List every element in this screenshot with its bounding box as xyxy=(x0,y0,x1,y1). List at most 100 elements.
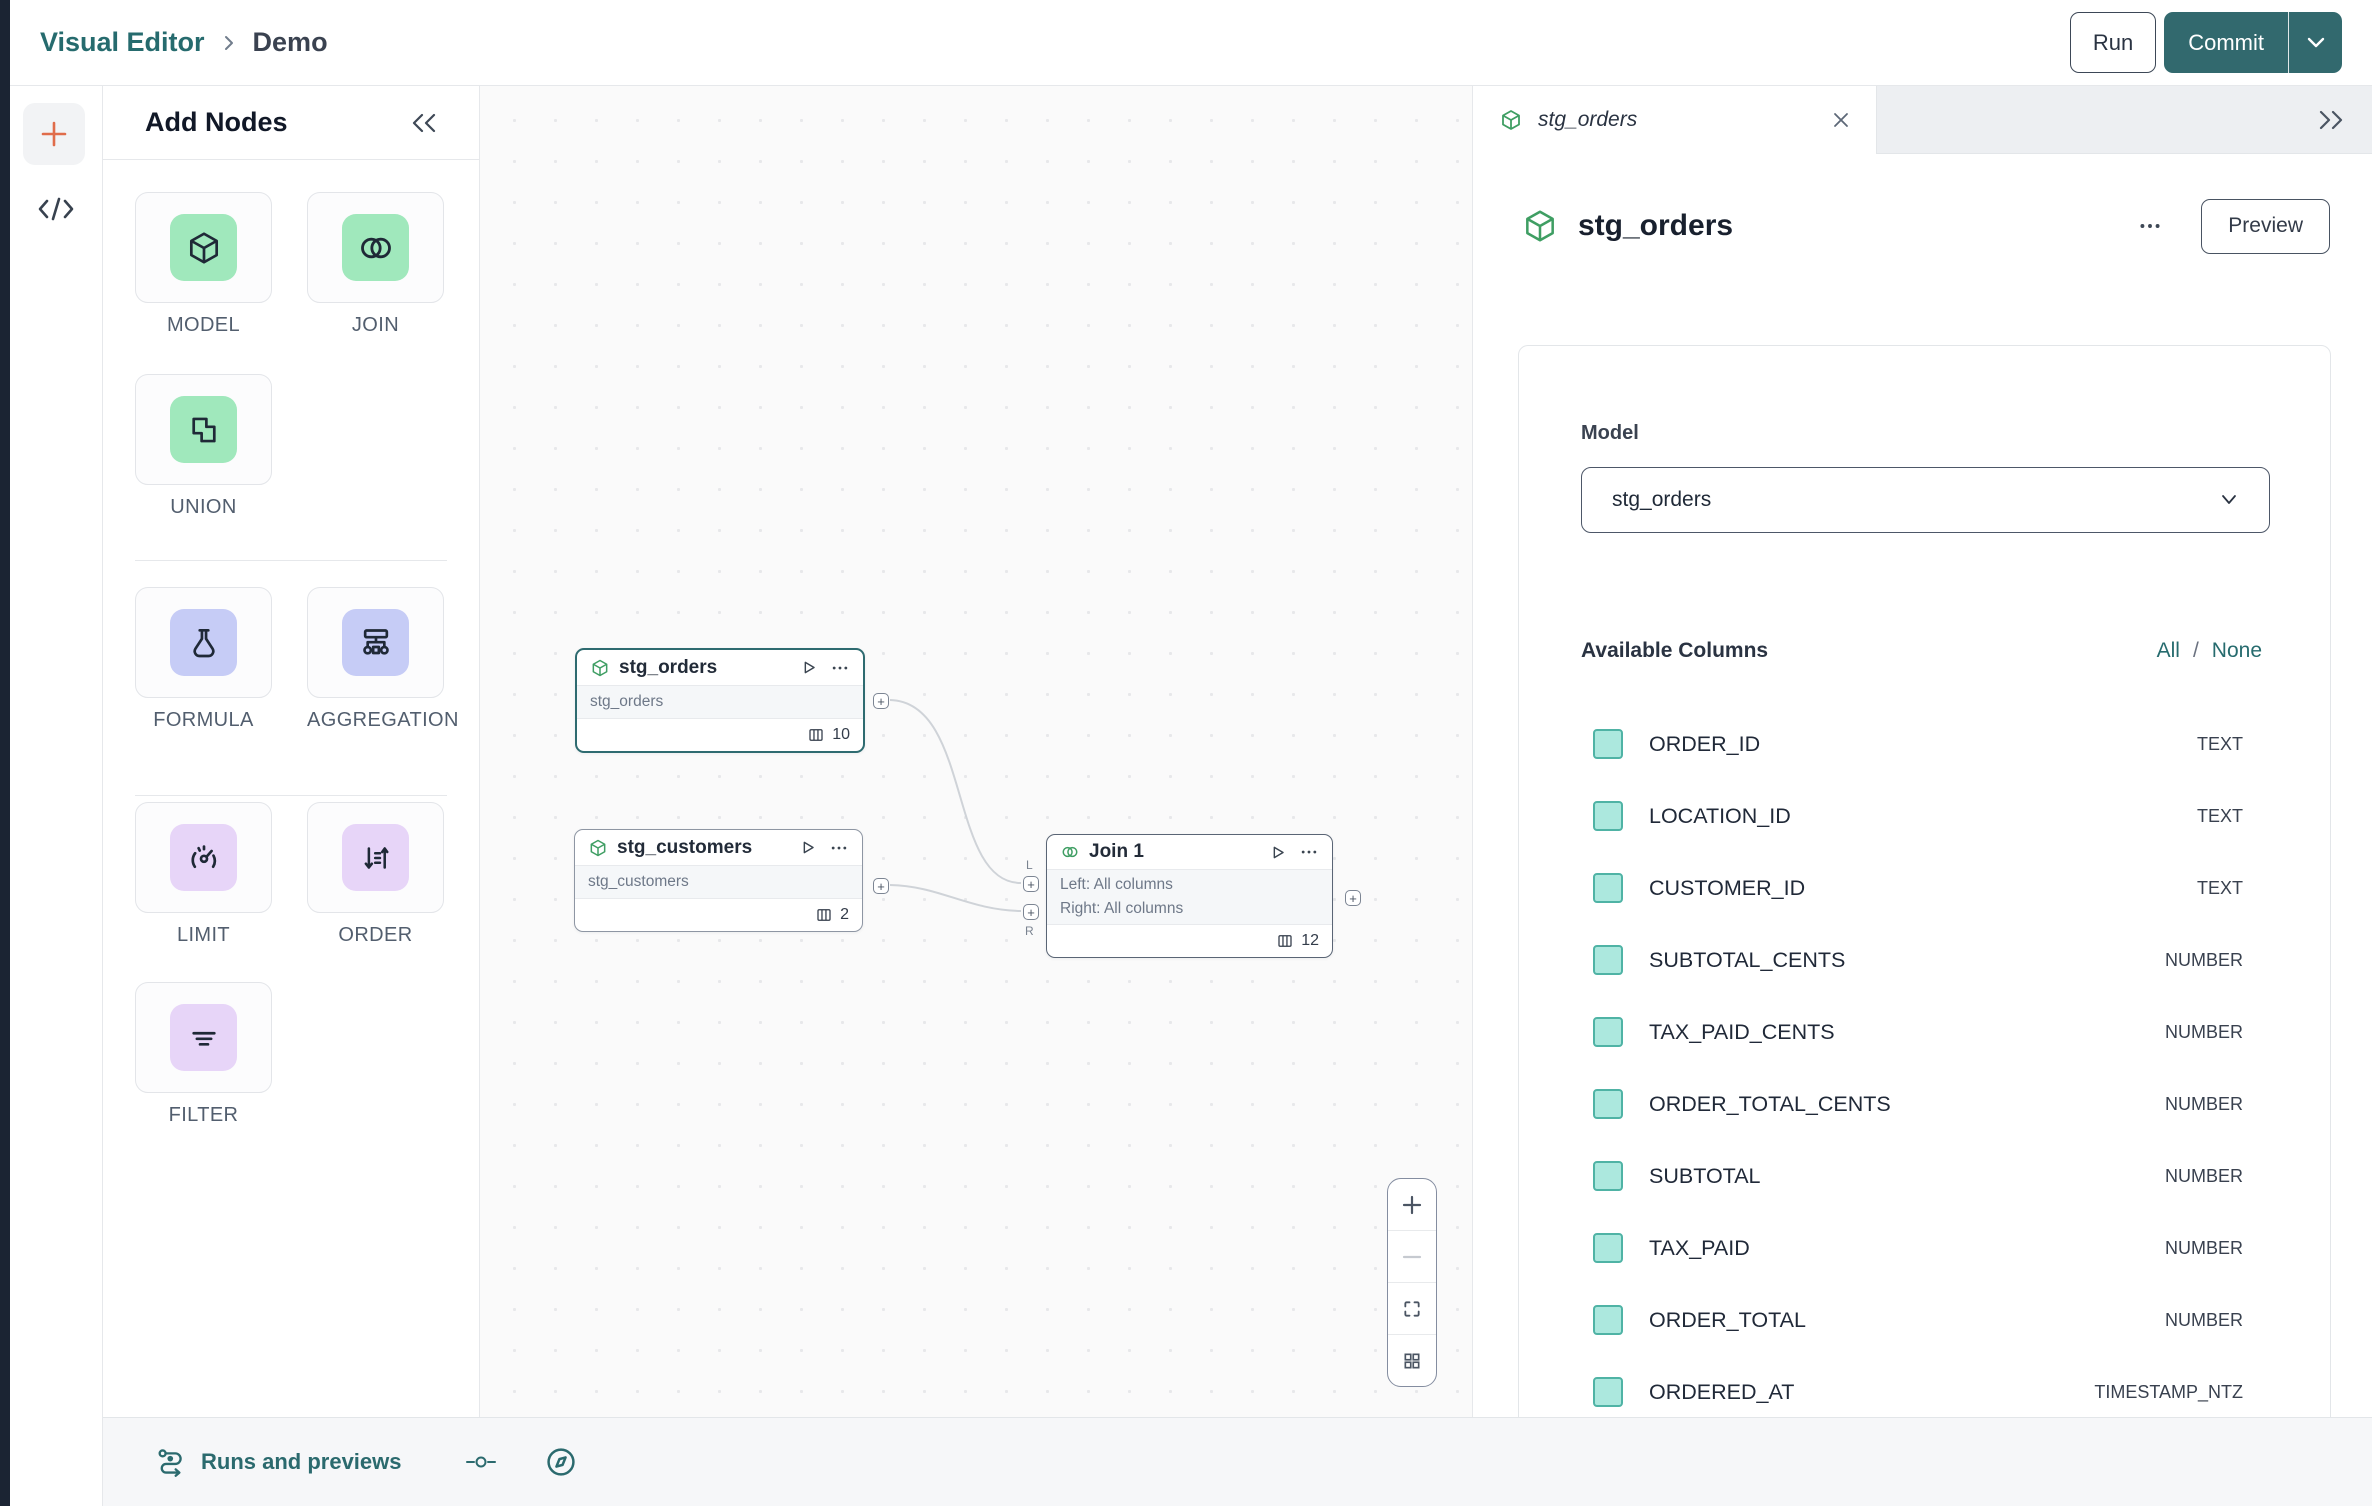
select-none-link[interactable]: None xyxy=(2211,639,2262,662)
edge-stg-customers-to-join xyxy=(889,884,1022,912)
breadcrumb-visual-editor-link[interactable]: Visual Editor xyxy=(40,27,205,57)
bottom-status-bar: Runs and previews xyxy=(103,1417,2372,1506)
more-options-icon xyxy=(2140,224,2160,228)
column-type: TEXT xyxy=(2196,877,2243,898)
edge-layer xyxy=(889,699,1022,912)
palette-label-filter: FILTER xyxy=(168,1104,239,1126)
column-count: 12 xyxy=(1301,932,1319,950)
palette-item-order[interactable] xyxy=(307,802,444,913)
preview-button[interactable]: Preview xyxy=(2201,198,2330,254)
join-right-config: Right: All columns xyxy=(1060,900,1184,918)
node-footer: 10 xyxy=(577,719,863,751)
expand-panel-button[interactable] xyxy=(2316,86,2346,154)
run-node-icon[interactable] xyxy=(1268,843,1287,862)
node-header: stg_customers xyxy=(575,830,862,865)
filter-lines-icon xyxy=(191,1031,216,1046)
runs-and-previews-button[interactable]: Runs and previews xyxy=(201,1449,402,1474)
model-cube-icon xyxy=(1502,110,1520,130)
commit-button[interactable]: Commit xyxy=(2188,29,2264,55)
palette-item-formula[interactable] xyxy=(135,587,272,698)
column-checkbox[interactable] xyxy=(1593,1089,1623,1119)
run-button[interactable]: Run xyxy=(2069,12,2157,73)
column-checkbox[interactable] xyxy=(1593,1017,1623,1047)
zoom-in-button[interactable] xyxy=(1388,1179,1436,1230)
inspector-header: stg_orders Preview xyxy=(1521,198,2330,254)
column-checkbox[interactable] xyxy=(1593,1377,1623,1407)
column-type: TEXT xyxy=(2196,733,2243,754)
model-select[interactable]: stg_orders xyxy=(1581,467,2270,533)
tab-label: stg_orders xyxy=(1538,108,1638,131)
grid-icon xyxy=(1404,1353,1420,1368)
palette-divider xyxy=(135,795,447,796)
column-type: NUMBER xyxy=(2164,949,2243,970)
commit-node-icon[interactable] xyxy=(464,1450,498,1474)
more-options-icon[interactable] xyxy=(1299,842,1319,862)
column-checkbox[interactable] xyxy=(1593,1305,1623,1335)
join-left-input-handle[interactable]: + xyxy=(1023,876,1039,892)
column-checkbox[interactable] xyxy=(1593,801,1623,831)
column-checkbox[interactable] xyxy=(1593,1233,1623,1263)
limit-chip xyxy=(170,824,237,891)
palette-item-join[interactable] xyxy=(307,192,444,303)
aggregation-tree-icon xyxy=(362,628,389,655)
model-cube-icon xyxy=(189,231,218,264)
palette-item-aggregation[interactable] xyxy=(307,587,444,698)
node-footer: 2 xyxy=(575,899,862,931)
add-node-button[interactable] xyxy=(23,103,85,165)
node-header: stg_orders xyxy=(577,650,863,685)
column-checkbox[interactable] xyxy=(1593,945,1623,975)
canvas-node-join-1[interactable]: Join 1 Left: All columns Right: All colu… xyxy=(1046,834,1333,958)
more-options-icon[interactable] xyxy=(830,658,850,678)
column-name: CUSTOMER_ID xyxy=(1649,875,1806,900)
node-body: stg_orders xyxy=(577,685,863,719)
canvas-node-stg-orders[interactable]: stg_orders stg_orders 10 xyxy=(575,648,865,753)
tab-stg-orders[interactable]: stg_orders xyxy=(1473,86,1877,154)
palette-label-order: ORDER xyxy=(338,924,413,946)
model-cube-icon xyxy=(592,659,608,676)
collapse-panel-button[interactable] xyxy=(409,111,439,135)
column-type: NUMBER xyxy=(2164,1165,2243,1186)
chevron-down-icon xyxy=(2307,37,2324,47)
column-row: TAX_PAID NUMBER xyxy=(1593,1212,2243,1284)
column-type: TEXT xyxy=(2196,805,2243,826)
run-node-icon[interactable] xyxy=(799,658,818,677)
palette-item-limit[interactable] xyxy=(135,802,272,913)
more-options-icon[interactable] xyxy=(829,838,849,858)
commit-split-button: Commit xyxy=(2164,12,2342,73)
topbar-actions: Run Commit xyxy=(2069,12,2342,73)
double-chevron-left-icon xyxy=(412,113,436,132)
palette-item-union[interactable] xyxy=(135,374,272,485)
compass-icon[interactable] xyxy=(544,1445,578,1479)
column-name: LOCATION_ID xyxy=(1649,803,1791,828)
column-checkbox[interactable] xyxy=(1593,729,1623,759)
layout-grid-button[interactable] xyxy=(1388,1334,1436,1386)
zoom-out-button[interactable] xyxy=(1388,1230,1436,1282)
fit-view-button[interactable] xyxy=(1388,1282,1436,1334)
node-title: Join 1 xyxy=(1089,841,1144,863)
column-row: CUSTOMER_ID TEXT xyxy=(1593,852,2243,924)
join-right-input-handle[interactable]: + xyxy=(1023,904,1039,920)
inspector-more-options-button[interactable] xyxy=(2137,213,2163,239)
columns-list: ORDER_ID TEXT LOCATION_ID TEXT CUSTOMER_… xyxy=(1593,708,2243,1417)
join-output-handle[interactable]: + xyxy=(1345,890,1361,906)
runs-and-previews-icon xyxy=(155,1446,187,1478)
commit-dropdown-button[interactable] xyxy=(2288,12,2342,73)
pipeline-canvas[interactable]: stg_orders stg_orders 10 + stg_customers xyxy=(480,86,1472,1417)
column-checkbox[interactable] xyxy=(1593,873,1623,903)
palette-item-filter[interactable] xyxy=(135,982,272,1093)
column-checkbox[interactable] xyxy=(1593,1161,1623,1191)
stg-customers-output-handle[interactable]: + xyxy=(873,878,889,894)
tab-close-button[interactable] xyxy=(1832,111,1850,129)
palette-label-model: MODEL xyxy=(166,314,241,336)
aggregation-chip xyxy=(342,609,409,676)
run-node-icon[interactable] xyxy=(798,838,817,857)
node-title: stg_customers xyxy=(617,836,753,858)
stg-orders-output-handle[interactable]: + xyxy=(873,693,889,709)
union-chip xyxy=(170,396,237,463)
code-view-button[interactable] xyxy=(34,192,78,226)
select-all-link[interactable]: All xyxy=(2156,639,2180,662)
canvas-node-stg-customers[interactable]: stg_customers stg_customers 2 xyxy=(574,829,863,932)
palette-item-model[interactable] xyxy=(135,192,272,303)
join-right-handle-label: R xyxy=(1025,924,1034,938)
